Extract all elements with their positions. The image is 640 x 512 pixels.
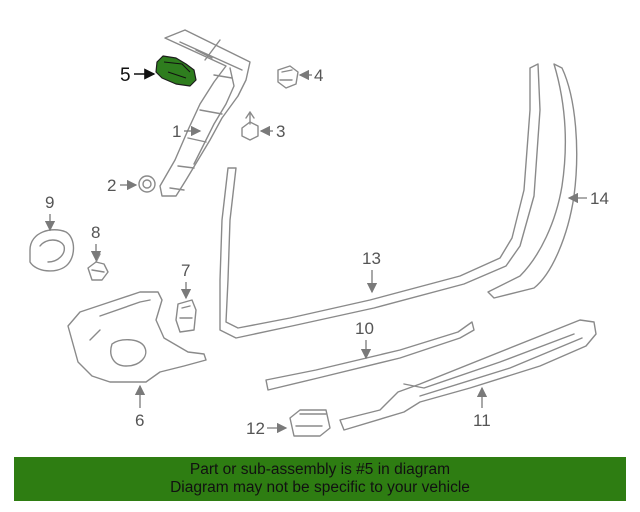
- part-11-scuff-plate: [339, 319, 597, 431]
- callout-10: 10: [355, 319, 374, 360]
- callout-12-label: 12: [246, 419, 265, 438]
- part-5-clip-highlighted: [155, 55, 197, 87]
- callout-3-label: 3: [276, 122, 285, 141]
- callout-14: 14: [567, 189, 609, 208]
- callout-7-label: 7: [181, 261, 190, 280]
- callout-6-label: 6: [135, 411, 144, 430]
- part-3-push-pin: [241, 111, 259, 141]
- callout-4-label: 4: [314, 66, 323, 85]
- part-8-screw: [87, 253, 109, 281]
- parts-diagram: 5 4 3 1 2 9 8 7 6 13 14 10: [29, 29, 609, 438]
- banner-line-part-number: Part or sub-assembly is #5 in diagram: [189, 461, 451, 478]
- callout-14-label: 14: [590, 189, 609, 208]
- part-10-sill-trim: [265, 321, 475, 391]
- callout-1-label: 1: [172, 122, 181, 141]
- callout-13: 13: [362, 249, 381, 294]
- part-9-cover: [29, 229, 75, 272]
- callout-12: 12: [246, 419, 288, 438]
- callout-5-label: 5: [120, 65, 131, 86]
- part-14-weatherstrip: [487, 63, 578, 299]
- callout-2: 2: [107, 176, 138, 195]
- callout-2-label: 2: [107, 176, 116, 195]
- callout-13-label: 13: [362, 249, 381, 268]
- callout-8-label: 8: [91, 223, 100, 242]
- part-1-pillar-trim: [159, 29, 251, 197]
- callout-7: 7: [180, 261, 192, 300]
- callout-11-label: 11: [473, 411, 491, 430]
- banner-line-disclaimer: Diagram may not be specific to your vehi…: [170, 479, 470, 496]
- callout-9: 9: [44, 193, 56, 232]
- part-12-clip: [289, 409, 331, 437]
- callout-4: 4: [298, 66, 323, 85]
- callout-8: 8: [90, 223, 102, 262]
- diagram-note-banner: Part or sub-assembly is #5 in diagram Di…: [14, 457, 626, 501]
- callout-9-label: 9: [45, 193, 54, 212]
- part-6-kick-panel: [67, 291, 207, 383]
- callout-5: 5: [120, 65, 156, 86]
- part-7-bracket: [175, 299, 197, 333]
- part-4-clip: [277, 65, 299, 89]
- part-2-grommet: [138, 175, 156, 193]
- callout-11: 11: [473, 386, 491, 430]
- part-13-door-seal: [219, 63, 541, 339]
- callout-1: 1: [172, 122, 202, 141]
- callout-10-label: 10: [355, 319, 374, 338]
- callout-6: 6: [134, 384, 146, 430]
- callout-3: 3: [259, 122, 285, 141]
